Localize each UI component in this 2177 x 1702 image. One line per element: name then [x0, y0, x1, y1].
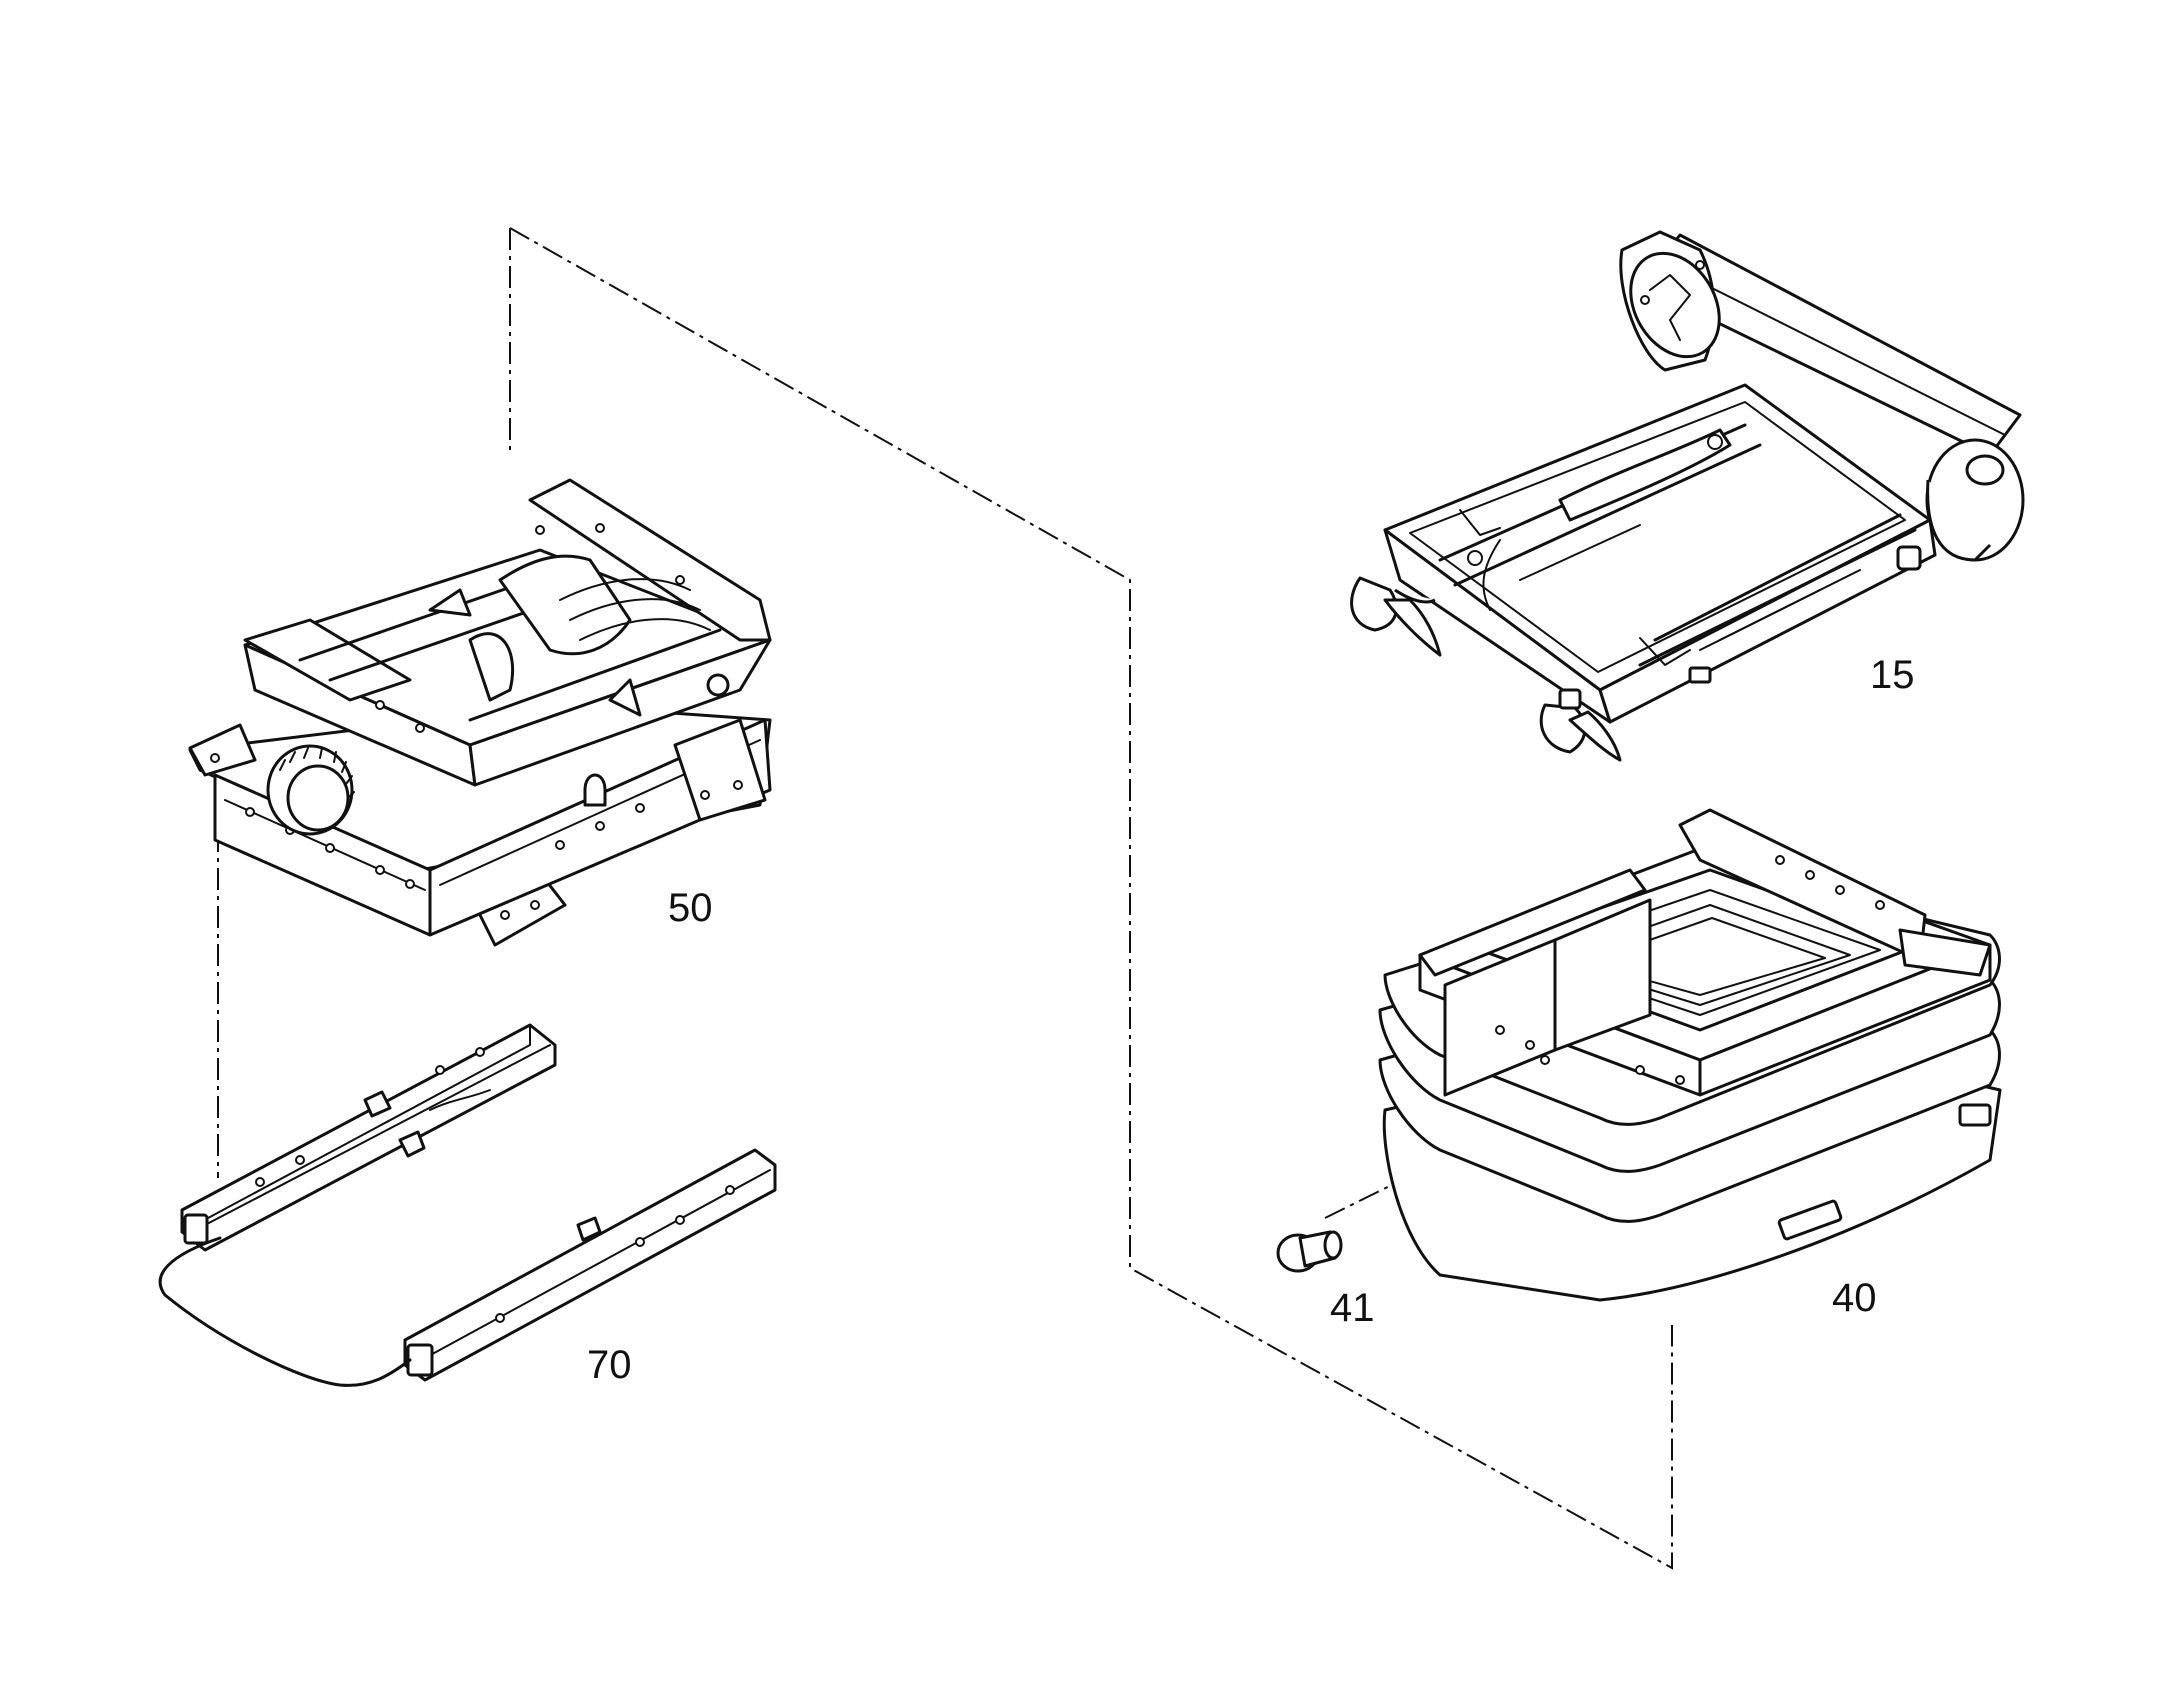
- part-70-slide-rails: [158, 1023, 777, 1387]
- callout-50: 50: [668, 886, 713, 930]
- callout-15: 15: [1870, 653, 1915, 697]
- callout-40: 40: [1832, 1276, 1877, 1320]
- callout-70: 70: [587, 1343, 632, 1387]
- part-50-suspension-mechanism: [188, 478, 772, 947]
- callout-41: 41: [1330, 1286, 1375, 1330]
- part-41-fastener: [1276, 1230, 1343, 1273]
- part-40-bellows-cover: [1378, 808, 2002, 1302]
- part-15-seat-frame: [1350, 230, 2025, 762]
